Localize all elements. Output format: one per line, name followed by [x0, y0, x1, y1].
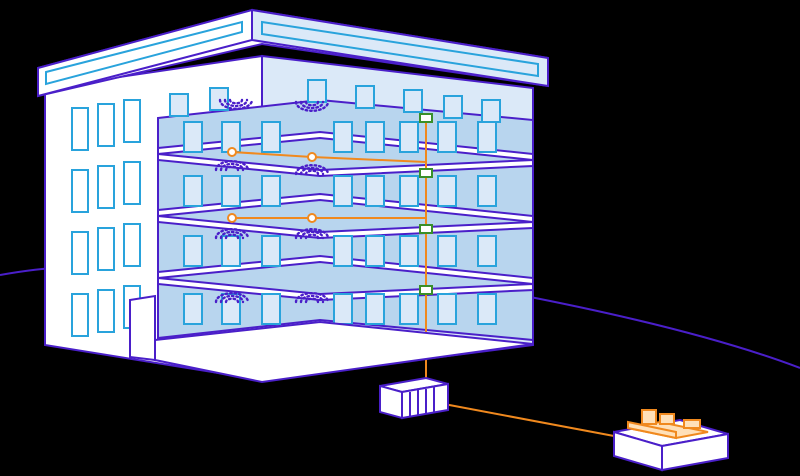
signal-arc — [304, 169, 320, 176]
splitter-node — [227, 147, 237, 157]
roof-trim-right — [261, 20, 539, 78]
window — [97, 103, 115, 147]
wifi-signal-icon — [294, 228, 330, 240]
ground-line — [519, 294, 800, 369]
window — [399, 175, 419, 207]
signal-arc — [224, 297, 240, 304]
wifi-signal-icon — [214, 292, 250, 304]
window — [71, 107, 89, 151]
window — [365, 235, 385, 267]
window — [71, 169, 89, 213]
window — [403, 89, 423, 113]
window — [399, 235, 419, 267]
signal-arc — [228, 98, 244, 105]
green-node-icon — [419, 285, 433, 295]
window — [365, 175, 385, 207]
signal-arc — [294, 164, 330, 176]
signal-arc — [219, 162, 245, 172]
window — [355, 85, 375, 109]
wifi-signal-icon — [294, 100, 330, 112]
signal-arc — [294, 100, 330, 112]
wifi-signal-icon — [214, 228, 250, 240]
window — [221, 235, 241, 267]
signal-arc — [224, 165, 240, 172]
signal-arc — [299, 166, 325, 176]
server-stack-icon — [613, 409, 729, 472]
window — [183, 121, 203, 153]
signal-arc — [299, 294, 325, 304]
green-node-icon — [419, 224, 433, 234]
window — [261, 235, 281, 267]
window — [437, 121, 457, 153]
signal-arc — [294, 292, 330, 304]
window — [261, 293, 281, 325]
splitter-node — [227, 213, 237, 223]
roof-trim-left — [45, 20, 243, 86]
window — [97, 165, 115, 209]
window — [481, 99, 501, 123]
window — [333, 293, 353, 325]
window — [123, 99, 141, 143]
window — [437, 293, 457, 325]
signal-arc — [223, 98, 249, 108]
wifi-signal-icon — [218, 98, 254, 110]
green-node-icon — [419, 113, 433, 123]
wifi-signal-icon — [214, 160, 250, 172]
window — [477, 293, 497, 325]
wifi-signal-icon — [294, 292, 330, 304]
window — [365, 293, 385, 325]
wifi-signal-icon — [294, 164, 330, 176]
window — [437, 235, 457, 267]
window — [261, 121, 281, 153]
signal-arc — [294, 228, 330, 240]
window — [477, 175, 497, 207]
window — [123, 223, 141, 267]
window — [333, 175, 353, 207]
window — [183, 235, 203, 267]
window — [333, 121, 353, 153]
window — [123, 161, 141, 205]
signal-arc — [218, 98, 254, 110]
window — [477, 235, 497, 267]
window — [399, 121, 419, 153]
splitter-node — [307, 152, 317, 162]
window — [261, 175, 281, 207]
window — [183, 175, 203, 207]
signal-arc — [304, 233, 320, 240]
window — [71, 231, 89, 275]
entrance-door — [129, 294, 156, 362]
window — [365, 121, 385, 153]
floor-slab-edge — [157, 214, 534, 240]
signal-arc — [304, 297, 320, 304]
signal-arc — [219, 294, 245, 304]
signal-arc — [224, 233, 240, 240]
antennas — [214, 98, 330, 304]
window — [477, 121, 497, 153]
window — [443, 95, 463, 119]
signal-arc — [214, 228, 250, 240]
signal-arc — [299, 230, 325, 240]
green-node-icon — [419, 168, 433, 178]
window — [169, 93, 189, 117]
splitter-node — [307, 213, 317, 223]
window — [333, 235, 353, 267]
signal-arc — [304, 100, 320, 107]
signal-arc — [299, 100, 325, 110]
signal-arc — [214, 292, 250, 304]
window — [437, 175, 457, 207]
window — [71, 293, 89, 337]
signal-arc — [219, 230, 245, 240]
window — [307, 79, 327, 103]
signal-arc — [214, 160, 250, 172]
window — [399, 293, 419, 325]
feeder-cable — [443, 403, 615, 437]
window — [97, 289, 115, 333]
window — [221, 175, 241, 207]
window — [97, 227, 115, 271]
window — [183, 293, 203, 325]
rack-cabinet-icon — [379, 376, 449, 420]
